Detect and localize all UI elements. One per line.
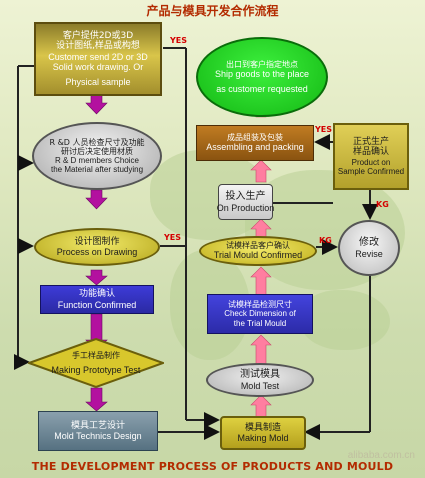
page-title-cn: 产品与模具开发合作流程: [146, 4, 279, 18]
process-drawing-en: Process on Drawing: [56, 247, 138, 257]
rd-check-en2: the Material after studying: [50, 165, 144, 175]
prototype-test-en: Making Prototype Test: [51, 364, 141, 375]
on-production-zh: 投入生产: [225, 191, 266, 203]
yes-label-top: YES: [170, 36, 188, 45]
mold-technics-box: 模具工艺设计 Mold Technics Design: [38, 411, 158, 451]
mold-test-zh: 测试模具: [240, 369, 280, 381]
yes-label-drawing: YES: [164, 233, 182, 242]
customer-provide-zh2: 设计图纸,样品或构想: [56, 41, 140, 52]
check-dimension-en1: Check Dimension of: [224, 309, 296, 319]
customer-provide-zh: 客户提供2D或3D: [62, 31, 134, 42]
mold-technics-zh: 模具工艺设计: [70, 420, 125, 431]
process-drawing-zh: 设计图制作: [74, 236, 120, 247]
kg-label-trial: KG: [319, 236, 332, 245]
on-production-en: On Production: [216, 202, 275, 213]
sample-confirmed-en2: Sample Confirmed: [337, 166, 405, 176]
sample-confirmed-en1: Product on: [351, 157, 391, 167]
customer-provide-box: 客户提供2D或3D 设计图纸,样品或构想 Customer send 2D or…: [34, 22, 162, 96]
function-confirmed-en: Function Confirmed: [57, 299, 137, 310]
making-mold-box: 模具制造 Making Mold: [220, 416, 306, 450]
rd-check-node: R &D 人员检查尺寸及功能 研讨后决定使用材质 R & D members C…: [32, 122, 162, 190]
mold-technics-en: Mold Technics Design: [54, 431, 142, 441]
page-title-en: THE DEVELOPMENT PROCESS OF PRODUCTS AND …: [31, 460, 394, 473]
ship-goods-en1: Ship goods to the place: [214, 69, 310, 80]
customer-provide-en2: Solid work drawing. Or: [52, 62, 144, 73]
rd-check-zh: R &D 人员检查尺寸及功能: [49, 137, 145, 147]
assembling-en: Assembling and packing: [206, 142, 304, 153]
revise-en: Revise: [355, 248, 383, 259]
trial-confirmed-zh: 试模样品客户确认: [226, 241, 290, 251]
sample-confirmed-zh: 正式生产: [352, 136, 389, 147]
assembling-zh: 成品组装及包装: [227, 133, 283, 143]
mold-test-node: 测试模具 Mold Test: [206, 363, 314, 397]
making-mold-zh: 模具制造: [244, 422, 281, 433]
on-production-box: 投入生产 On Production: [216, 184, 275, 220]
customer-provide-en3: Physical sample: [65, 76, 131, 87]
revise-node: 修改 Revise: [338, 220, 400, 276]
prototype-test-diamond: 手工样品制作 Making Prototype Test: [28, 338, 164, 388]
yes-label-assembling: YES: [315, 125, 333, 134]
prototype-test-zh: 手工样品制作: [72, 350, 120, 360]
trial-confirmed-en: Trial Mould Confirmed: [213, 250, 303, 261]
kg-label-sample: KG: [376, 200, 389, 209]
prototype-diamond-shape: [28, 338, 164, 388]
function-confirmed-box: 功能确认 Function Confirmed: [40, 285, 154, 314]
trial-confirmed-node: 试模样品客户确认 Trial Mould Confirmed: [199, 236, 317, 266]
check-dimension-en2: the Trial Mould: [233, 318, 287, 328]
mold-test-en: Mold Test: [240, 380, 280, 391]
making-mold-en: Making Mold: [237, 433, 289, 443]
rd-check-en1: R & D members Choice: [54, 156, 140, 165]
ship-goods-en2: as customer requested: [216, 83, 308, 94]
prototype-text: 手工样品制作 Making Prototype Test: [28, 338, 164, 388]
check-dimension-box: 试模样品检测尺寸 Check Dimension of the Trial Mo…: [207, 294, 313, 334]
assembling-box: 成品组装及包装 Assembling and packing: [196, 125, 314, 161]
world-map-decoration: [300, 290, 390, 350]
customer-provide-en1: Customer send 2D or 3D: [48, 51, 148, 62]
ship-goods-node: 出口到客户指定地点 Ship goods to the place as cus…: [196, 37, 328, 117]
rd-check-zh2: 研讨后决定使用材质: [61, 146, 133, 156]
ship-goods-zh: 出口到客户指定地点: [226, 60, 298, 70]
sample-confirmed-zh2: 样品确认: [352, 147, 389, 158]
watermark: alibaba.com.cn: [347, 450, 415, 461]
process-drawing-node: 设计图制作 Process on Drawing: [34, 228, 160, 266]
sample-confirmed-box: 正式生产 样品确认 Product on Sample Confirmed: [333, 123, 409, 190]
check-dimension-zh: 试模样品检测尺寸: [228, 300, 292, 310]
function-confirmed-zh: 功能确认: [78, 289, 115, 300]
revise-zh: 修改: [359, 237, 379, 249]
